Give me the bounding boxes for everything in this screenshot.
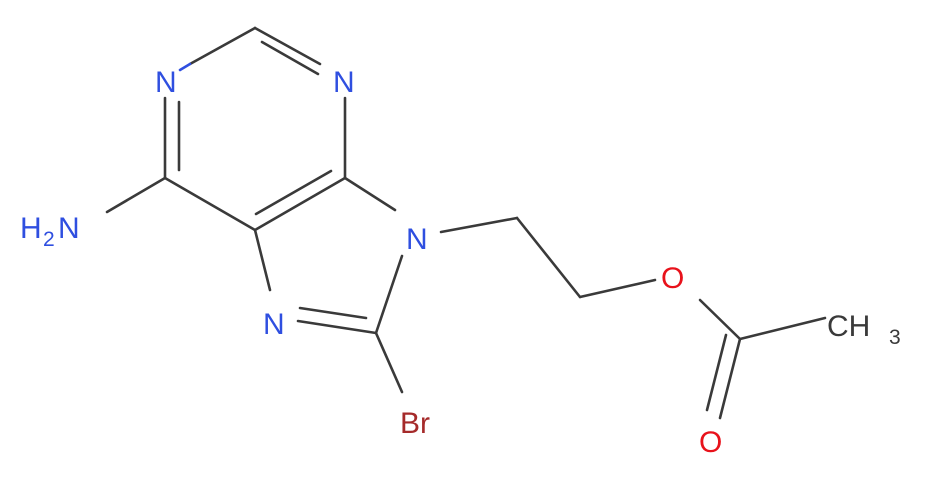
bond-n9-c8 — [374, 254, 404, 335]
bond-c4-c5 — [253, 176, 347, 232]
bond-n1-c2 — [188, 26, 257, 66]
bond-ch2-o — [578, 278, 657, 299]
atom-n7: N — [263, 308, 285, 341]
bond-cc-o-double-b — [705, 333, 728, 412]
bond-c4-n9 — [343, 176, 397, 212]
bond-n1-c2-n — [178, 62, 192, 72]
atom-bromine: Br — [400, 407, 430, 440]
atom-n3: N — [333, 66, 355, 99]
bond-n7-c5 — [253, 228, 272, 292]
bonds — [105, 26, 827, 420]
atom-n9: N — [406, 223, 428, 256]
atom-amine-n: N — [58, 212, 80, 245]
bond-c2-n3-double — [260, 40, 320, 76]
atom-amine-h: H — [20, 212, 42, 245]
bond-c8-n7 — [296, 319, 378, 335]
bond-c8-n7-double — [298, 306, 368, 320]
bond-ch2-ch2 — [515, 216, 582, 299]
atom-ester-oxygen: O — [661, 262, 684, 295]
atom-amine-subscript: 2 — [43, 228, 55, 251]
atom-carbonyl-oxygen: O — [699, 426, 722, 459]
bond-cc-o-double-a — [718, 337, 742, 420]
bond-n9-ch2 — [439, 216, 519, 234]
bond-c6-nh2 — [105, 176, 167, 214]
atom-labels: N N N N H 2 N Br O O CH 3 — [20, 66, 901, 459]
bond-c4-c5-double — [254, 169, 333, 216]
atom-methyl-c: CH — [827, 310, 870, 343]
bond-c2-n3 — [253, 26, 322, 66]
atom-methyl-subscript: 3 — [889, 326, 901, 349]
bond-c5-c6 — [163, 176, 257, 232]
atom-n1: N — [155, 66, 177, 99]
bond-c8-br — [374, 331, 404, 394]
bond-o-cc — [698, 298, 742, 341]
bond-cc-ch3 — [738, 316, 827, 341]
